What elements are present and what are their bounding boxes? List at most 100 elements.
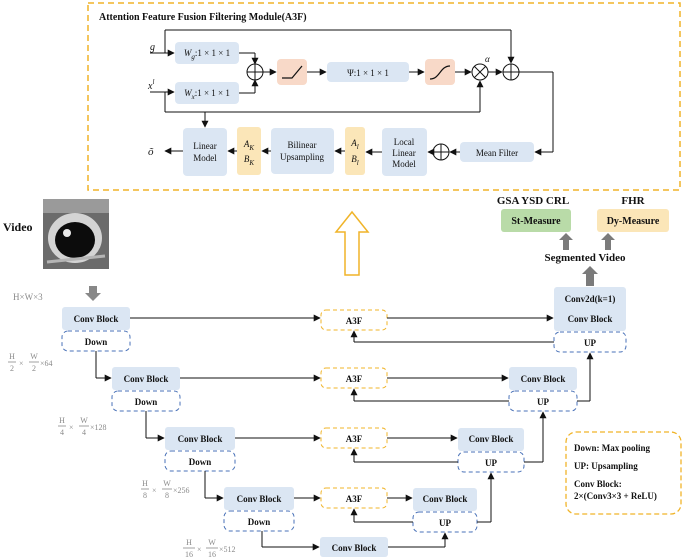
psi-conv-label: Ψ:1 × 1 × 1: [347, 68, 389, 78]
a3f-node-2: A3F: [320, 367, 388, 389]
input-dims: H×W×3: [13, 292, 43, 302]
svg-text:H: H: [59, 416, 65, 425]
svg-text:H: H: [142, 479, 148, 488]
svg-text:A3F: A3F: [346, 434, 363, 444]
svg-text:2: 2: [10, 364, 14, 373]
svg-text:Down: Down: [189, 457, 212, 467]
level4-dims: H 16 × W 16 ×512: [183, 538, 236, 558]
linear-model-block: [183, 128, 227, 176]
conv2d-label: Conv2d(k=1): [565, 294, 616, 304]
svg-text:4: 4: [60, 428, 64, 437]
bk-label: BK: [244, 154, 255, 167]
svg-text:×64: ×64: [40, 359, 53, 368]
svg-text:×: ×: [69, 423, 74, 432]
encoder-conv-block-2: [112, 367, 180, 390]
a3f-node-3: A3F: [320, 427, 388, 449]
legend: Down: Max pooling UP: Upsampling Conv Bl…: [565, 431, 682, 515]
a3f-node-4: A3F: [320, 487, 388, 509]
svg-text:×512: ×512: [219, 545, 236, 554]
dy-measure-label: Dy-Measure: [607, 216, 660, 227]
svg-text:Conv Block: Conv Block: [237, 494, 282, 504]
svg-text:2: 2: [32, 364, 36, 373]
svg-text:A3F: A3F: [346, 316, 363, 326]
al-bl-coefficients: [345, 127, 365, 175]
svg-text:UP: UP: [439, 518, 451, 528]
level1-dims: H 2 × W 2 ×64: [8, 352, 53, 373]
svg-text:16: 16: [208, 550, 216, 558]
svg-text:×: ×: [197, 545, 202, 554]
mean-filter-block: [460, 142, 534, 162]
relu-block: [277, 59, 307, 85]
encoder-down-2: [111, 390, 181, 412]
svg-text:H: H: [9, 352, 15, 361]
decoder-connections: [350, 330, 594, 548]
input-arrow: [85, 286, 101, 301]
svg-text:UP: UP: [584, 338, 596, 348]
svg-text:Down: Down: [248, 517, 271, 527]
psi-conv-block: [327, 62, 409, 82]
decoder-conv-block-4: [413, 488, 477, 511]
svg-text:W: W: [208, 538, 216, 547]
svg-text:Conv Block: Conv Block: [332, 543, 377, 553]
a3f-module: Attention Feature Fusion Filtering Modul…: [87, 2, 681, 191]
ultrasound-video-thumbnail: [43, 199, 109, 269]
local-linear-model-line3: Model: [392, 159, 416, 169]
output-arrow: [582, 266, 598, 286]
svg-text:Conv Block: Conv Block: [124, 374, 169, 384]
input-g: g: [150, 42, 155, 53]
dy-measure-block: [597, 209, 669, 232]
segmented-video-label: Segmented Video: [545, 252, 626, 264]
svg-text:×: ×: [19, 359, 24, 368]
sum-node-2: [502, 63, 520, 81]
a3f-expand-arrow: [334, 210, 370, 276]
bilinear-line2: Upsampling: [280, 152, 324, 162]
wg-conv-block: [175, 42, 239, 64]
multiply-node: [471, 63, 489, 81]
output-o-tilde: õ: [148, 146, 154, 158]
svg-text:UP: UP: [537, 397, 549, 407]
legend-down: Down: Max pooling: [574, 443, 651, 453]
linear-model-line1: Linear: [193, 141, 216, 151]
alpha-label: α: [485, 54, 490, 64]
st-arrow: [559, 233, 573, 250]
svg-text:Conv Block: Conv Block: [178, 434, 223, 444]
decoder-level-3: Conv Block UP: [457, 428, 525, 473]
decoder-conv-block-1: [554, 287, 626, 331]
decoder-level-1: Conv2d(k=1) Conv Block UP: [553, 287, 627, 353]
encoder-level-4: Conv Block Down: [223, 487, 295, 532]
al-label: Al: [350, 138, 359, 151]
svg-text:W: W: [30, 352, 38, 361]
wg-conv-label: Wg:1 × 1 × 1: [184, 48, 230, 61]
encoder-level-1: Conv Block Down: [61, 307, 131, 352]
wx-conv-block: [175, 82, 239, 104]
svg-text:H: H: [186, 538, 192, 547]
sigmoid-icon: [429, 65, 451, 80]
ak-bk-coefficients: [237, 127, 261, 175]
bl-label: Bl: [351, 154, 359, 167]
encoder-level-3: Conv Block Down: [164, 427, 236, 472]
st-measure-block: [501, 209, 571, 232]
legend-conv-title: Conv Block:: [574, 479, 622, 489]
svg-text:×128: ×128: [90, 423, 107, 432]
encoder-conv-block-4: [224, 487, 294, 510]
skip-connections: [130, 314, 554, 502]
svg-text:×256: ×256: [173, 486, 190, 495]
local-linear-model-block: [382, 128, 427, 176]
legend-up: UP: Upsampling: [574, 461, 638, 471]
svg-text:4: 4: [82, 428, 86, 437]
svg-text:A3F: A3F: [346, 494, 363, 504]
mean-filter-label: Mean Filter: [476, 148, 518, 158]
bilinear-upsampling-block: [271, 128, 334, 174]
decoder-up-1: [553, 331, 627, 353]
level3-dims: H 8 × W 8 ×256: [141, 479, 190, 500]
legend-conv-def: 2×(Conv3×3 + ReLU): [574, 491, 657, 501]
svg-text:W: W: [80, 416, 88, 425]
bottleneck-conv-block: [320, 537, 388, 557]
encoder-down-1: [61, 330, 131, 352]
svg-text:8: 8: [165, 491, 169, 500]
encoder-level-2: Conv Block Down: [111, 367, 181, 412]
svg-text:A3F: A3F: [346, 374, 363, 384]
a3f-module-border: [87, 2, 681, 191]
svg-text:UP: UP: [485, 458, 497, 468]
